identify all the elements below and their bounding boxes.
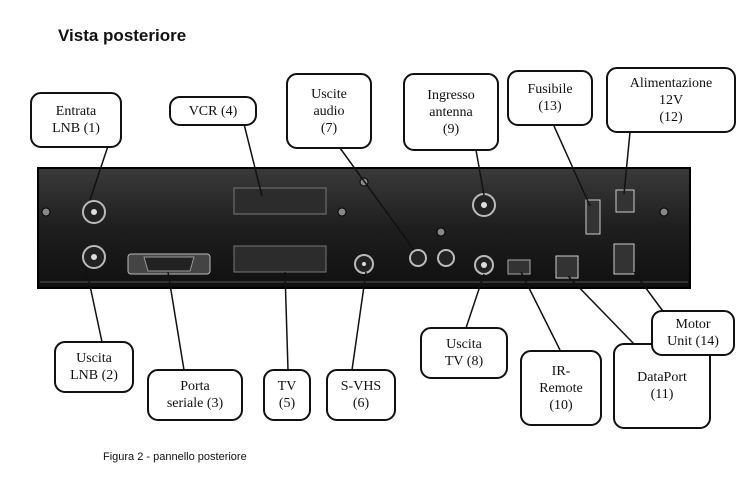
svhs-connector [354, 254, 374, 274]
callout-s-vhs: S-VHS (6) [326, 369, 396, 421]
audio-out-right-connector [437, 249, 455, 267]
vcr-scart-connector [233, 187, 327, 215]
antenna-in-connector [472, 193, 496, 217]
lnb-in-connector [82, 200, 106, 224]
tv-scart-connector [233, 245, 327, 273]
audio-out-left-connector [409, 249, 427, 267]
callout-entrata-lnb: Entrata LNB (1) [30, 92, 122, 148]
tv-rf-out-connector [474, 255, 494, 275]
device-rear-panel [37, 167, 691, 289]
callout-uscita-lnb: Uscita LNB (2) [54, 341, 134, 393]
callout-vcr: VCR (4) [169, 96, 257, 126]
leader-lines [85, 123, 669, 371]
screw-icon [659, 207, 669, 217]
callout-fusibile: Fusibile (13) [507, 70, 593, 126]
screw-icon [41, 207, 51, 217]
callout-motor-unit: Motor Unit (14) [651, 310, 735, 356]
callout-alimentazione: Alimentazione 12V (12) [606, 67, 736, 133]
motor-unit-connector [613, 243, 635, 275]
dataport-connector [555, 255, 579, 279]
screw-icon [337, 207, 347, 217]
ir-remote-jack [507, 259, 531, 275]
callout-porta-seriale: Porta seriale (3) [147, 369, 243, 421]
callout-dataport: DataPort (11) [613, 343, 711, 429]
figure-caption: Figura 2 - pannello posteriore [103, 451, 247, 463]
fuse-holder [585, 199, 601, 235]
power-12v-connector [615, 189, 635, 213]
callout-ingresso-antenna: Ingresso antenna (9) [403, 73, 499, 151]
callout-ir-remote: IR- Remote (10) [520, 350, 602, 426]
page-title: Vista posteriore [58, 26, 187, 45]
callout-uscita-tv: Uscita TV (8) [420, 327, 508, 379]
screw-icon [436, 227, 446, 237]
callout-uscite-audio: Uscite audio (7) [286, 73, 372, 149]
lnb-out-connector [82, 245, 106, 269]
serial-port [127, 253, 211, 275]
callout-tv: TV (5) [263, 369, 311, 421]
